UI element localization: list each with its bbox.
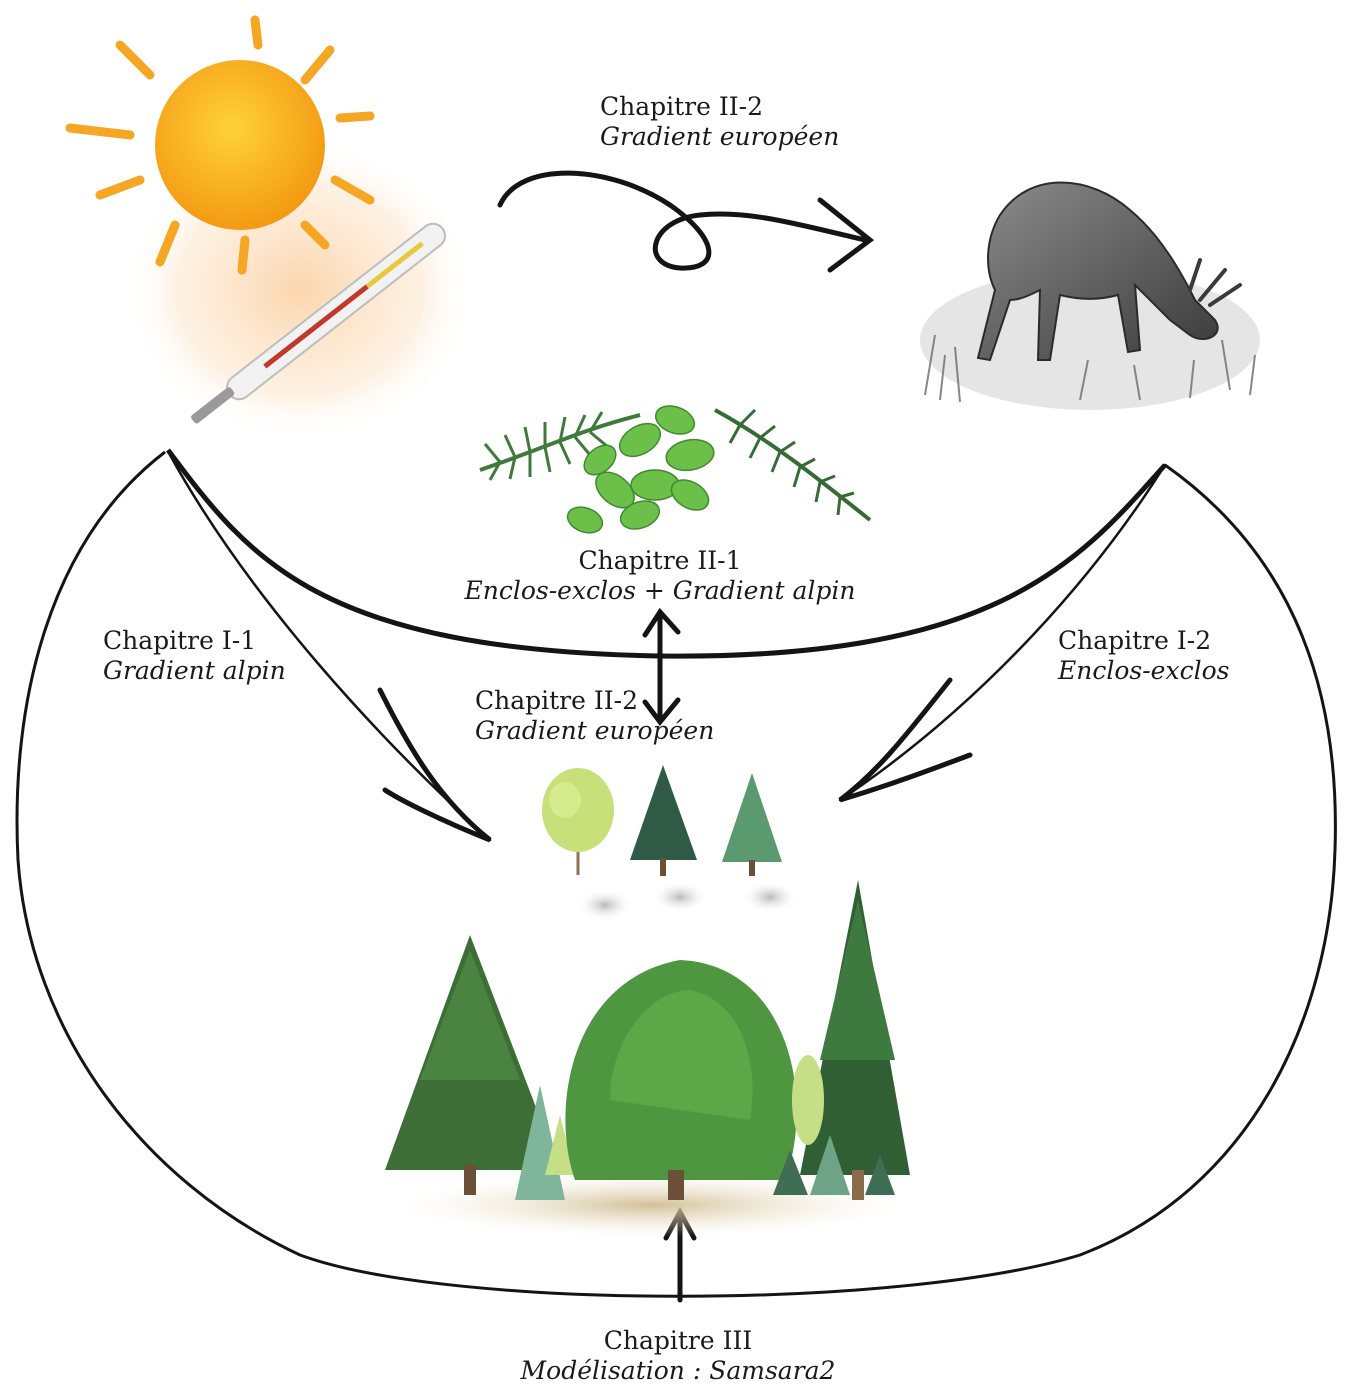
spruce-sapling-icon	[722, 773, 782, 876]
saplings	[542, 765, 798, 921]
label-middle: Chapitre II-1 Enclos-exclos + Gradient a…	[464, 546, 855, 606]
label-top-subtitle: Gradient européen	[600, 122, 839, 152]
spruce-branch-icon	[715, 410, 870, 520]
birch-sapling-icon	[542, 768, 614, 875]
label-left: Chapitre I-1 Gradient alpin	[103, 626, 286, 686]
label-center: Chapitre II-2 Gradient européen	[475, 686, 714, 746]
mixed-forest-icon	[385, 880, 910, 1237]
foliage-illustration	[480, 401, 870, 537]
label-top-title: Chapitre II-2	[600, 92, 839, 122]
label-right-title: Chapitre I-2	[1058, 626, 1229, 656]
beech-leaves-icon	[564, 401, 716, 537]
fir-sapling-icon	[630, 765, 697, 876]
climate-illustration	[70, 20, 475, 440]
label-middle-title: Chapitre II-1	[464, 546, 855, 576]
shadows	[577, 881, 798, 921]
deer-icon	[920, 183, 1260, 411]
top-curly-arrow	[500, 173, 870, 270]
label-left-title: Chapitre I-1	[103, 626, 286, 656]
label-bottom: Chapitre III Modélisation : Samsara2	[521, 1326, 836, 1386]
label-center-title: Chapitre II-2	[475, 686, 714, 716]
label-top: Chapitre II-2 Gradient européen	[600, 92, 839, 152]
label-right-subtitle: Enclos-exclos	[1058, 656, 1229, 686]
label-left-subtitle: Gradient alpin	[103, 656, 286, 686]
label-middle-subtitle: Enclos-exclos + Gradient alpin	[464, 576, 855, 606]
label-bottom-title: Chapitre III	[521, 1326, 836, 1356]
label-center-subtitle: Gradient européen	[475, 716, 714, 746]
fir-branch-icon	[480, 412, 640, 480]
label-right: Chapitre I-2 Enclos-exclos	[1058, 626, 1229, 686]
label-bottom-subtitle: Modélisation : Samsara2	[521, 1356, 836, 1386]
